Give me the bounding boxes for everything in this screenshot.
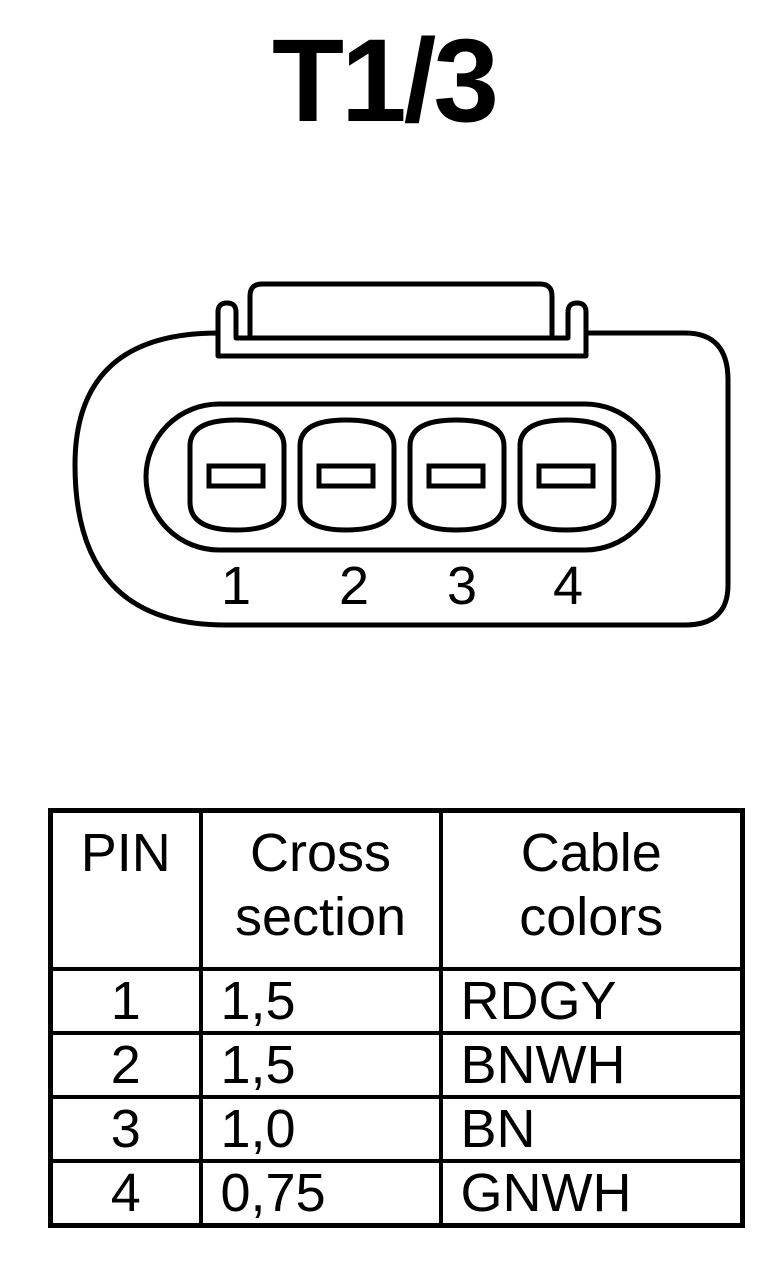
cell-cable-color: BNWH [438,1031,745,1099]
header-pin: PIN [48,808,203,971]
pin-number-3: 3 [447,556,477,616]
cell-pin: 2 [48,1031,203,1099]
connector-title: T1/3 [271,15,499,147]
pin-number-1: 1 [221,556,251,616]
table-row: 3 1,0 BN [48,1095,745,1163]
pin-assignment-table: PIN Cross section Cable colors 1 1,5 RDG… [48,808,745,1228]
cell-cross-section: 1,5 [198,1031,443,1099]
pin-2 [297,417,397,533]
cell-cable-color: RDGY [438,967,745,1035]
connector-housing [72,330,731,628]
pin-1 [187,417,287,533]
table-row: 1 1,5 RDGY [48,967,745,1035]
cell-cable-color: BN [438,1095,745,1163]
table-header-row: PIN Cross section Cable colors [48,808,745,971]
pin-number-4: 4 [553,556,583,616]
latch-lip [215,300,589,356]
header-cross-section: Cross section [198,808,443,971]
cell-cross-section: 1,5 [198,967,443,1035]
table-row: 4 0,75 GNWH [48,1159,745,1228]
pin-number-2: 2 [339,556,369,616]
latch-tab [247,281,555,338]
pin-4 [517,417,617,533]
header-cable-colors: Cable colors [438,808,745,971]
table-row: 2 1,5 BNWH [48,1031,745,1099]
connector-diagram: 1 2 3 4 [72,281,731,628]
cell-cross-section: 0,75 [198,1159,443,1228]
cell-cable-color: GNWH [438,1159,745,1228]
cell-pin: 1 [48,967,203,1035]
cell-pin: 4 [48,1159,203,1228]
pin-cavity [143,401,661,553]
pin-3 [407,417,507,533]
cell-cross-section: 1,0 [198,1095,443,1163]
cell-pin: 3 [48,1095,203,1163]
